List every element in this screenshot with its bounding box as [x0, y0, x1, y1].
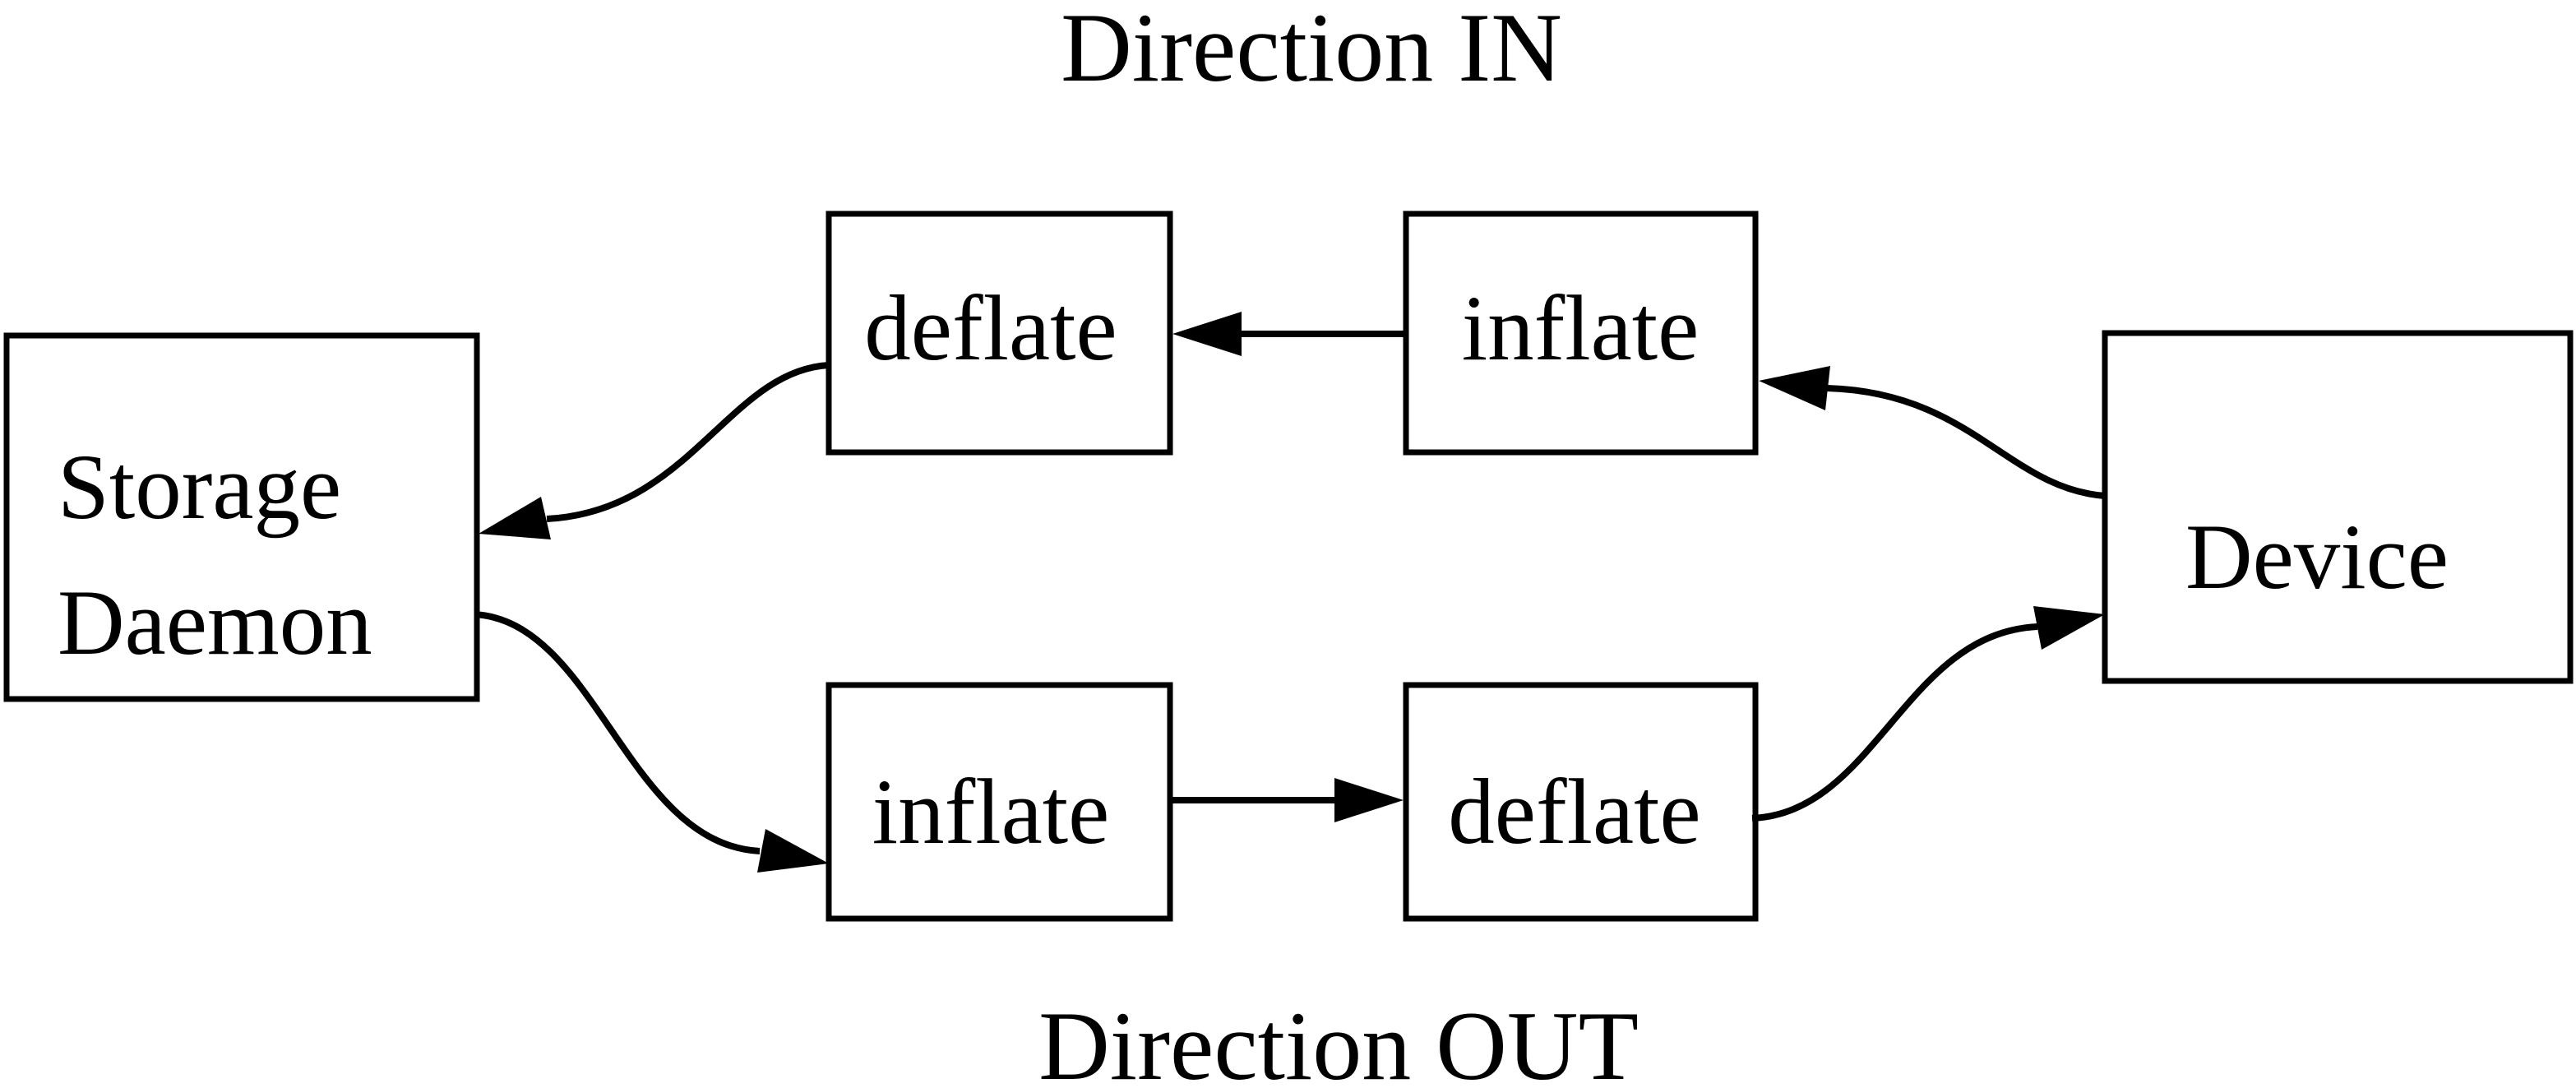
arrowhead-into-deflate-out: [1334, 778, 1404, 822]
node-device-box: [2102, 330, 2574, 684]
arrowhead-into-inflate-in: [1759, 366, 1830, 410]
node-storage-daemon-label-line1: Storage: [58, 436, 341, 539]
arrowhead-into-storage-daemon: [479, 497, 551, 539]
node-deflate-in-label: deflate: [864, 277, 1117, 380]
arrowhead-into-inflate-out: [757, 829, 829, 873]
node-storage-daemon-box: [3, 332, 480, 702]
node-deflate-in-box: [826, 211, 1173, 456]
node-storage-daemon-label-line2: Daemon: [58, 572, 372, 674]
title-direction-out: Direction OUT: [1038, 991, 1639, 1088]
node-deflate-out-box: [1403, 682, 1759, 922]
node-deflate-out-label: deflate: [1448, 761, 1700, 863]
edge-deflate-out-to-device: [1751, 623, 2038, 822]
node-inflate-in-label: inflate: [1462, 277, 1700, 380]
edge-storage-daemon-to-inflate-out: [474, 611, 761, 854]
edge-deflate-in-to-storage-daemon: [546, 362, 830, 522]
title-direction-in: Direction IN: [1061, 0, 1562, 102]
node-inflate-out-box: [826, 682, 1173, 922]
node-inflate-in-box: [1403, 211, 1759, 456]
node-device-label: Device: [2185, 506, 2449, 609]
edge-device-to-inflate-in: [1826, 385, 2106, 499]
arrowhead-into-deflate-in: [1172, 312, 1242, 356]
arrowhead-into-device: [2033, 606, 2105, 650]
node-inflate-out-label: inflate: [872, 761, 1110, 863]
